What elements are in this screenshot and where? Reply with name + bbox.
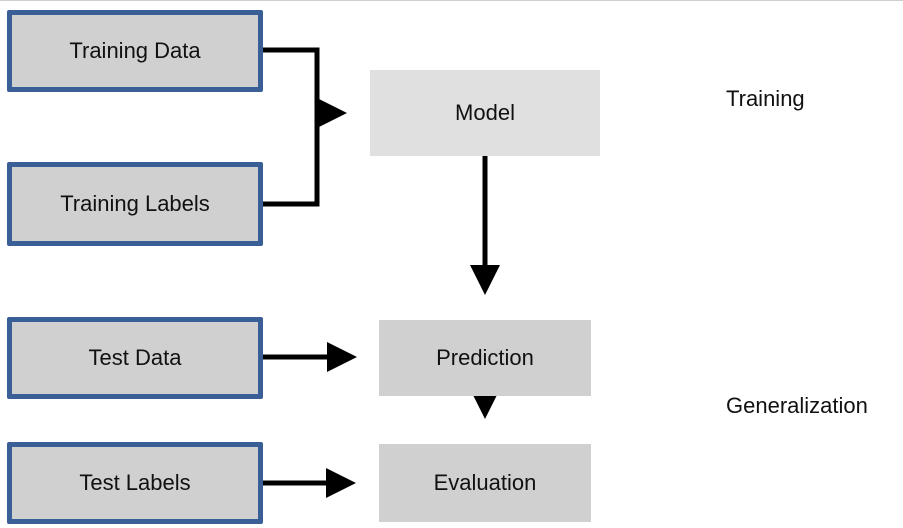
top-divider — [0, 0, 903, 1]
connector-training-data — [259, 47, 320, 207]
model-box: Model — [370, 70, 600, 156]
prediction-label: Prediction — [436, 345, 534, 370]
evaluation-box: Evaluation — [379, 444, 591, 522]
test-data-box: Test Data — [7, 317, 263, 399]
test-labels-label: Test Labels — [79, 470, 191, 495]
phase-label-generalization: Generalization — [726, 393, 868, 418]
model-label: Model — [455, 100, 515, 125]
training-data-label: Training Data — [69, 38, 201, 63]
prediction-box: Prediction — [379, 320, 591, 396]
test-data-label: Test Data — [88, 345, 182, 370]
phase-label-training: Training — [726, 86, 805, 111]
evaluation-label: Evaluation — [433, 470, 537, 495]
training-labels-label: Training Labels — [60, 191, 210, 216]
test-labels-box: Test Labels — [7, 442, 263, 524]
training-labels-box: Training Labels — [7, 162, 263, 246]
training-data-box: Training Data — [7, 10, 263, 92]
